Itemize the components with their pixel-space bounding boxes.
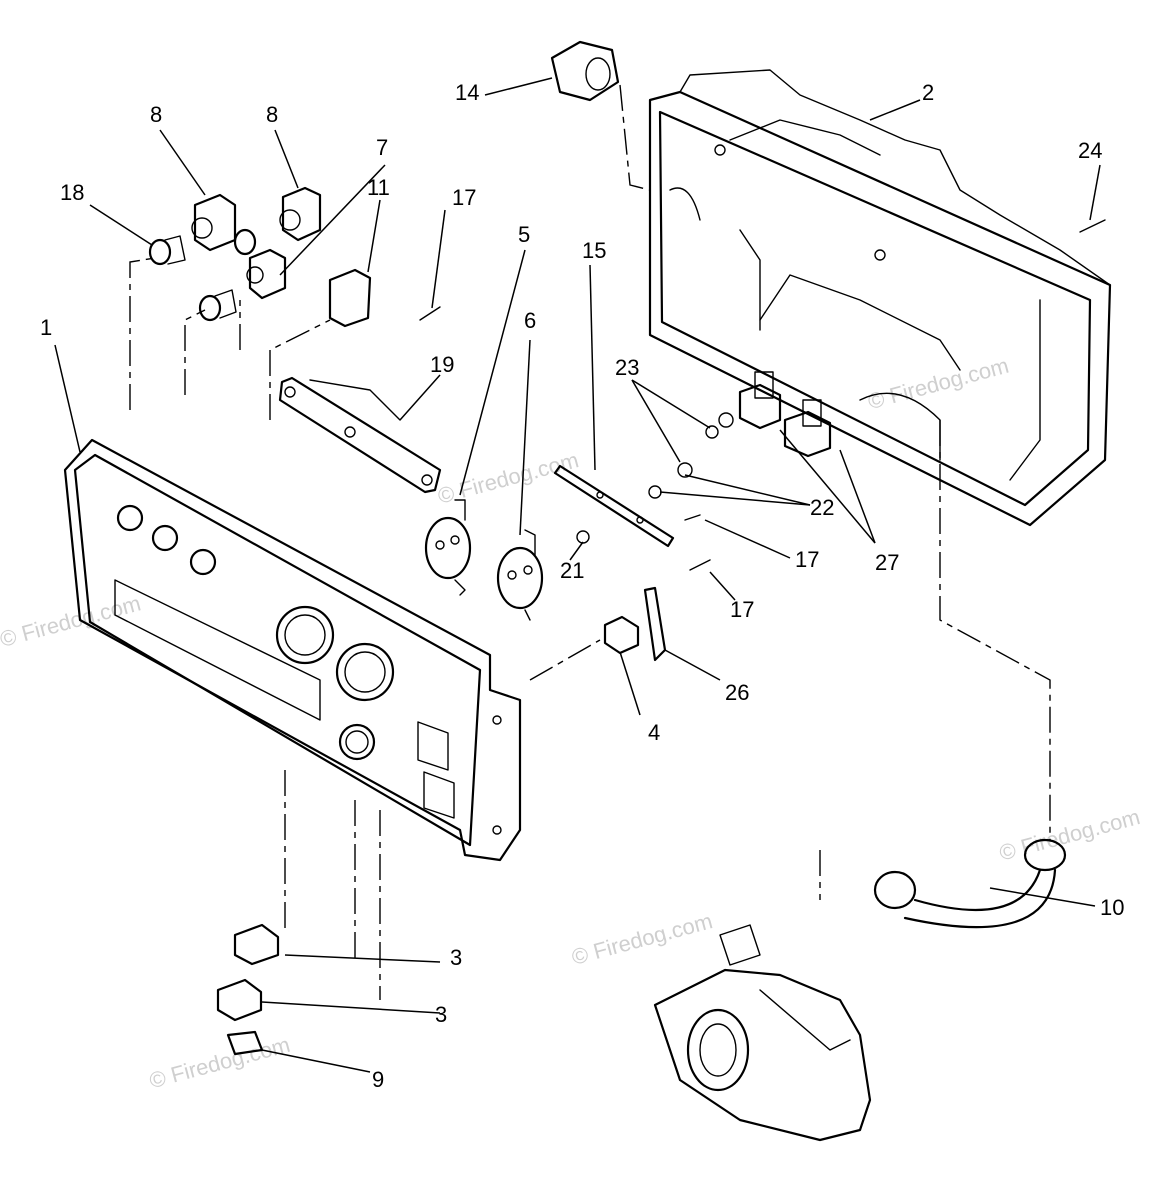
connector-part-4 xyxy=(603,615,640,655)
bracket-part-19 xyxy=(278,376,442,494)
lamp-part-18-c xyxy=(198,289,237,322)
washer-22-b xyxy=(705,425,719,439)
callout-17-c: 17 xyxy=(730,597,754,622)
callout-3-a: 3 xyxy=(450,945,462,970)
callout-17-b: 17 xyxy=(795,547,819,572)
callout-10: 10 xyxy=(1100,895,1124,920)
callout-1: 1 xyxy=(40,315,52,340)
screw-17-low xyxy=(689,559,711,571)
callout-23: 23 xyxy=(615,355,639,380)
callout-6: 6 xyxy=(524,308,536,333)
callout-numbers: 1 2 3 3 4 5 6 7 8 8 9 10 11 14 15 17 17 … xyxy=(40,80,1124,1092)
callout-17-a: 17 xyxy=(452,185,476,210)
outlet-part-3-b xyxy=(216,978,263,1022)
screw-21 xyxy=(576,530,590,544)
callout-2: 2 xyxy=(922,80,934,105)
screw-24 xyxy=(1079,219,1106,233)
watermark-6: © Firedog.com xyxy=(997,804,1143,866)
outlet-part-3-a xyxy=(233,923,280,966)
callout-22: 22 xyxy=(810,495,834,520)
fuse-part-11 xyxy=(328,268,372,328)
callout-8-b: 8 xyxy=(266,102,278,127)
leader-lines xyxy=(54,77,1101,1073)
knob-part-8-left xyxy=(191,193,237,252)
callout-15: 15 xyxy=(582,238,606,263)
plate-part-15 xyxy=(553,464,675,548)
screw-17-mid xyxy=(684,514,701,521)
cable-part-10 xyxy=(873,838,1067,929)
screws-and-nuts xyxy=(419,219,1106,571)
callout-3-b: 3 xyxy=(435,1002,447,1027)
receptacle-part-6 xyxy=(496,529,544,621)
lower-housing xyxy=(653,924,872,1142)
callout-9: 9 xyxy=(372,1067,384,1092)
nut-23-b xyxy=(718,412,734,428)
knob-part-7 xyxy=(246,248,287,300)
callout-8-a: 8 xyxy=(150,102,162,127)
callout-21: 21 xyxy=(560,558,584,583)
callout-11: 11 xyxy=(367,175,390,200)
plate-part-26 xyxy=(643,586,667,662)
routing-lines xyxy=(129,84,1051,1000)
callout-4: 4 xyxy=(648,720,660,745)
screw-17-top xyxy=(419,306,441,321)
callout-26: 26 xyxy=(725,680,749,705)
lamp-part-18-a xyxy=(148,235,186,266)
callout-5: 5 xyxy=(518,222,530,247)
receptacle-part-5 xyxy=(424,499,472,596)
callout-27: 27 xyxy=(875,550,899,575)
rear-housing-part xyxy=(648,69,1112,527)
callout-18: 18 xyxy=(60,180,84,205)
watermark-4: © Firedog.com xyxy=(147,1032,293,1094)
washer-22 xyxy=(648,485,662,499)
callout-7: 7 xyxy=(376,135,388,160)
knob-part-8-right xyxy=(279,186,322,242)
grommet-part-14 xyxy=(550,40,620,102)
watermarks: © Firedog.com © Firedog.com © Firedog.co… xyxy=(0,353,1143,1094)
callout-24: 24 xyxy=(1078,138,1102,163)
callout-19: 19 xyxy=(430,352,454,377)
nut-23-a xyxy=(677,462,693,478)
callout-14: 14 xyxy=(455,80,479,105)
watermark-3: © Firedog.com xyxy=(865,353,1011,415)
lamp-part-18-b xyxy=(233,228,257,256)
watermark-5: © Firedog.com xyxy=(569,908,715,970)
front-panel-part xyxy=(63,438,522,862)
terminals-part-27 xyxy=(738,371,832,458)
